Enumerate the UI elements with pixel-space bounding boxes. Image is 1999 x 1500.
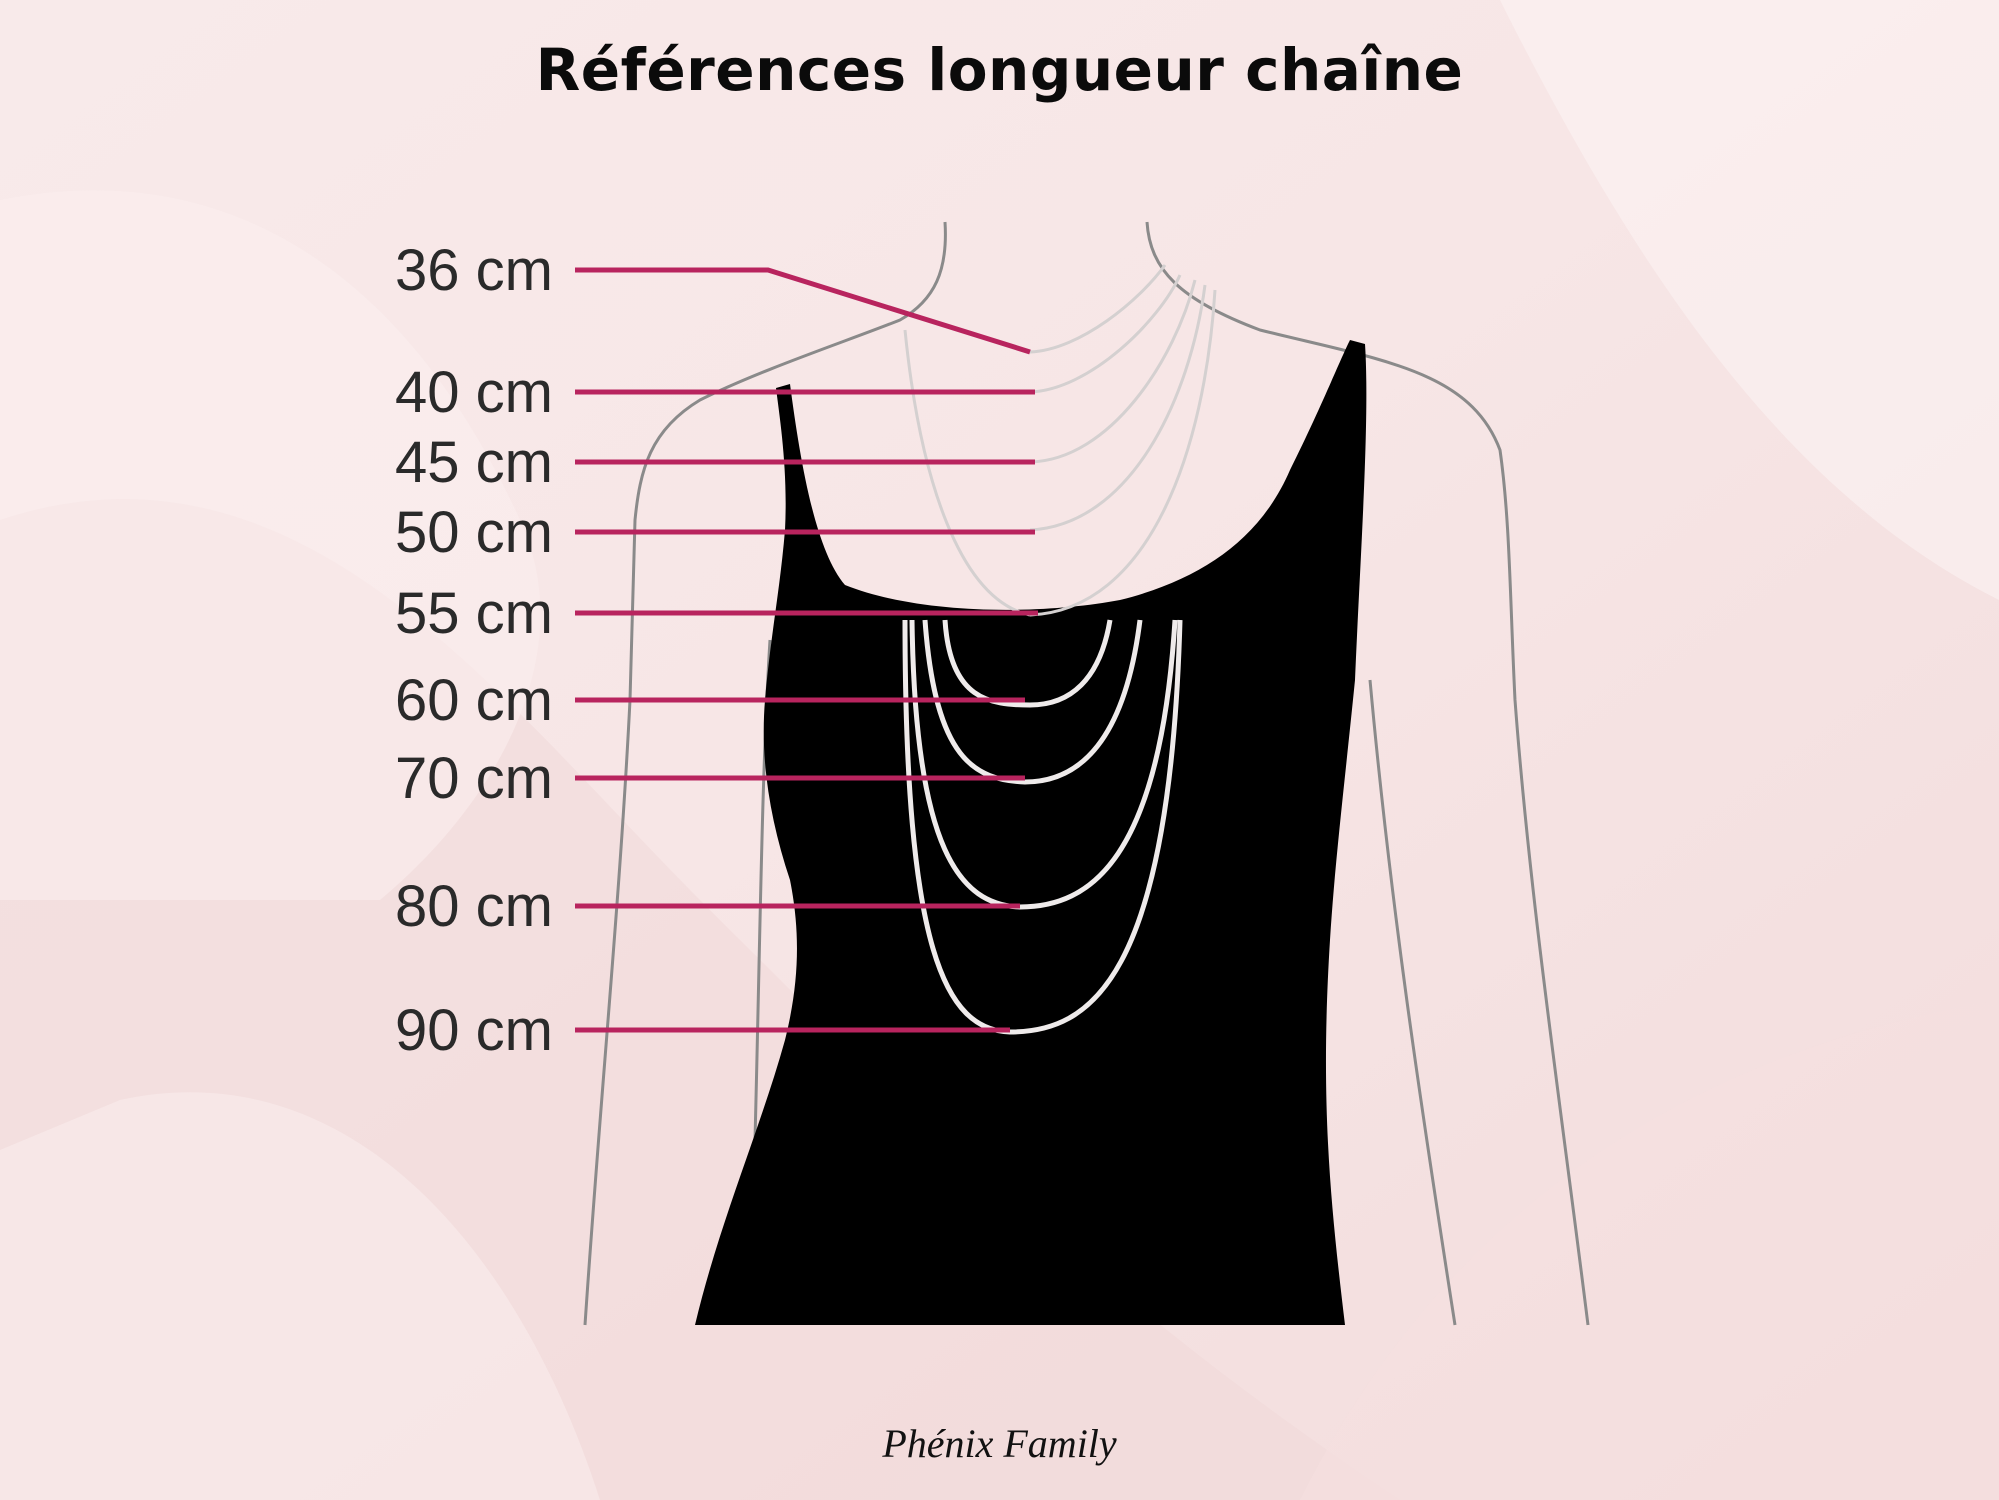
length-label-36: 36 cm xyxy=(395,238,553,303)
tank-top xyxy=(695,340,1367,1325)
length-line-36 xyxy=(575,267,1031,355)
length-label-50: 50 cm xyxy=(395,500,553,565)
brand-signature: Phénix Family xyxy=(882,1421,1117,1466)
length-label-40: 40 cm xyxy=(395,360,553,425)
page-title: Références longueur chaîne xyxy=(535,36,1464,104)
length-label-45: 45 cm xyxy=(395,430,553,495)
length-label-80: 80 cm xyxy=(395,874,553,939)
figure-outline xyxy=(583,221,1590,1326)
length-label-55: 55 cm xyxy=(395,581,553,646)
length-label-70: 70 cm xyxy=(395,746,553,811)
length-label-60: 60 cm xyxy=(395,668,553,733)
length-label-90: 90 cm xyxy=(395,998,553,1063)
neck-chains xyxy=(903,264,1217,617)
